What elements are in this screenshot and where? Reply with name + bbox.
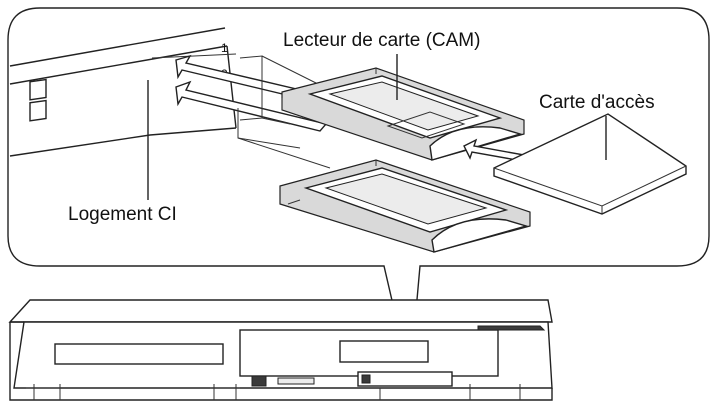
label-ci-slot: Logement CI [68, 204, 177, 225]
insertion-arrow-slot-2 [175, 80, 328, 132]
cam-module-upper [281, 67, 525, 161]
cam-module-lower [279, 159, 531, 253]
device-body [8, 299, 553, 401]
label-access-card: Carte d'accès [539, 92, 655, 113]
access-card [493, 113, 687, 215]
slot-number-1: 1 [221, 41, 228, 55]
label-card-reader: Lecteur de carte (CAM) [283, 30, 480, 51]
